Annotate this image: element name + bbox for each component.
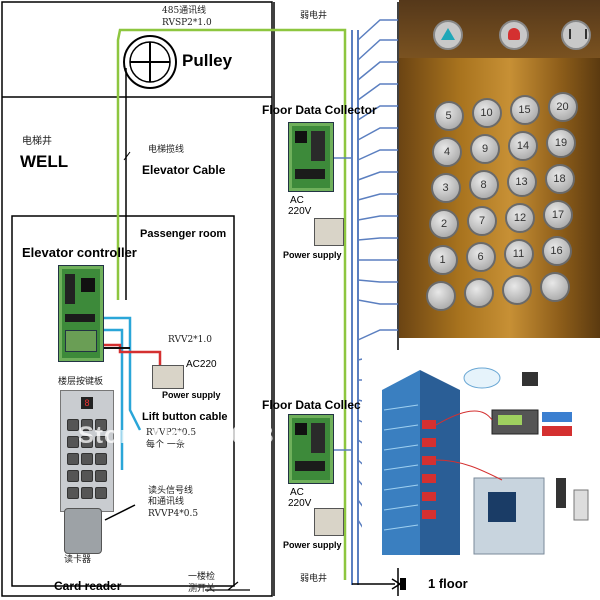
keypad-key xyxy=(95,419,107,431)
floor-button: 1 xyxy=(427,245,458,275)
keypad-key xyxy=(95,453,107,465)
alarm-bell-icon xyxy=(499,20,529,50)
floor-button: 4 xyxy=(432,137,462,167)
keypad-key xyxy=(95,436,107,448)
reader-line-cn: 读头信号线 xyxy=(148,486,194,496)
power-supply-top xyxy=(314,218,344,246)
passenger-room-label: Passenger room xyxy=(140,228,227,240)
floor-button xyxy=(426,281,456,311)
rvvp-spec: RVVP2*0.5 xyxy=(146,428,197,438)
keypad-key xyxy=(81,419,93,431)
floor-keypad-panel: 8 xyxy=(60,390,114,512)
floor-button: 16 xyxy=(541,236,572,266)
floor-button: 13 xyxy=(506,167,537,197)
collector-bottom-label: Floor Data Collec xyxy=(262,398,361,412)
card-reader-label: Card reader xyxy=(54,579,122,593)
floor-button: 14 xyxy=(508,131,538,161)
keypad-key xyxy=(67,436,79,448)
floor-button: 11 xyxy=(503,239,534,269)
floor-button: 7 xyxy=(467,206,497,236)
power-supply-bottom xyxy=(314,508,344,536)
power-supply-box xyxy=(152,365,184,389)
well-frame xyxy=(1,1,273,597)
keypad-key xyxy=(81,470,93,482)
keyboard-cn-label: 楼层按键板 xyxy=(58,377,104,387)
cable-label: Elevator Cable xyxy=(142,163,226,177)
keypad-key xyxy=(95,470,107,482)
collector-top-label: Floor Data Collector xyxy=(262,103,377,117)
floor-switch-cn1: 一楼检 xyxy=(188,572,216,582)
red-wire xyxy=(100,343,162,365)
store-watermark: Store No: 830432 xyxy=(78,422,289,449)
floor-fanout-top xyxy=(357,19,398,305)
up-arrow-icon xyxy=(433,20,463,50)
floor-button xyxy=(502,275,532,305)
keypad-key xyxy=(81,453,93,465)
floor-button: 5 xyxy=(433,101,464,131)
controller-label: Elevator controller xyxy=(22,245,137,260)
per-cn-label: 每个 一条 xyxy=(146,440,185,450)
weak-well-cn-bottom: 弱电井 xyxy=(300,574,328,584)
floor-button: 15 xyxy=(509,95,540,125)
keypad-key xyxy=(67,487,79,499)
weak-well-cn-top: 弱电井 xyxy=(300,11,328,21)
floor-data-collector-bottom xyxy=(288,414,334,484)
power-bottom-label: Power supply xyxy=(283,540,342,550)
comm-cn: 和通讯线 xyxy=(148,497,185,507)
keypad-key xyxy=(81,487,93,499)
power-top-label: Power supply xyxy=(283,250,342,260)
card-reader-cn: 读卡器 xyxy=(64,555,92,565)
floor-switch-cn2: 测开关 xyxy=(188,584,216,594)
v220-top-label: 220V xyxy=(288,206,312,217)
cyan-wire xyxy=(100,316,142,431)
floor-button: 17 xyxy=(543,200,573,230)
comm-line xyxy=(116,28,347,580)
rvvp4-spec: RVVP4*0.5 xyxy=(148,509,199,519)
floor-button: 10 xyxy=(471,98,502,128)
cable-cn-label: 电梯揽线 xyxy=(148,145,185,155)
well-label: WELL xyxy=(20,152,69,171)
floor-button xyxy=(540,272,570,302)
elevator-controller-board xyxy=(58,265,104,362)
comm-line-cn: 485通讯线 xyxy=(162,6,207,16)
door-open-icon xyxy=(561,20,591,50)
comm-line-spec: RVSP2*1.0 xyxy=(162,18,212,28)
floor-button: 20 xyxy=(547,92,578,122)
floor-button: 18 xyxy=(544,164,575,194)
first-floor-label: 1 floor xyxy=(428,576,468,591)
ac-top-label: AC xyxy=(290,195,304,206)
pulley-label: Pulley xyxy=(182,51,233,70)
keypad-display: 8 xyxy=(81,397,93,409)
keypad-key xyxy=(81,436,93,448)
floor-button: 19 xyxy=(546,128,576,158)
ac-bottom-label: AC xyxy=(290,487,304,498)
passenger-room-frame xyxy=(11,215,235,587)
keypad-key xyxy=(95,487,107,499)
card-reader-device xyxy=(64,508,102,554)
floor-button: 6 xyxy=(465,242,496,272)
well-cn-label: 电梯井 xyxy=(22,136,52,147)
floor-button: 12 xyxy=(505,203,535,233)
power-supply-label: Power supply xyxy=(162,390,221,400)
floor-button xyxy=(464,278,494,308)
v220-bottom-label: 220V xyxy=(288,498,312,509)
keypad-key xyxy=(67,470,79,482)
keypad-key xyxy=(67,453,79,465)
floor-button: 9 xyxy=(470,134,500,164)
floor-button: 8 xyxy=(468,170,499,200)
floor-data-collector-top xyxy=(288,122,334,192)
rvv-spec: RVV2*1.0 xyxy=(168,335,212,345)
keypad-key xyxy=(67,419,79,431)
floor-button: 2 xyxy=(429,209,459,239)
lift-button-cable-label: Lift button cable xyxy=(142,411,228,423)
floor-button: 3 xyxy=(430,173,461,203)
ac220-label: AC220 xyxy=(186,359,217,370)
building-network-photo xyxy=(362,350,600,568)
